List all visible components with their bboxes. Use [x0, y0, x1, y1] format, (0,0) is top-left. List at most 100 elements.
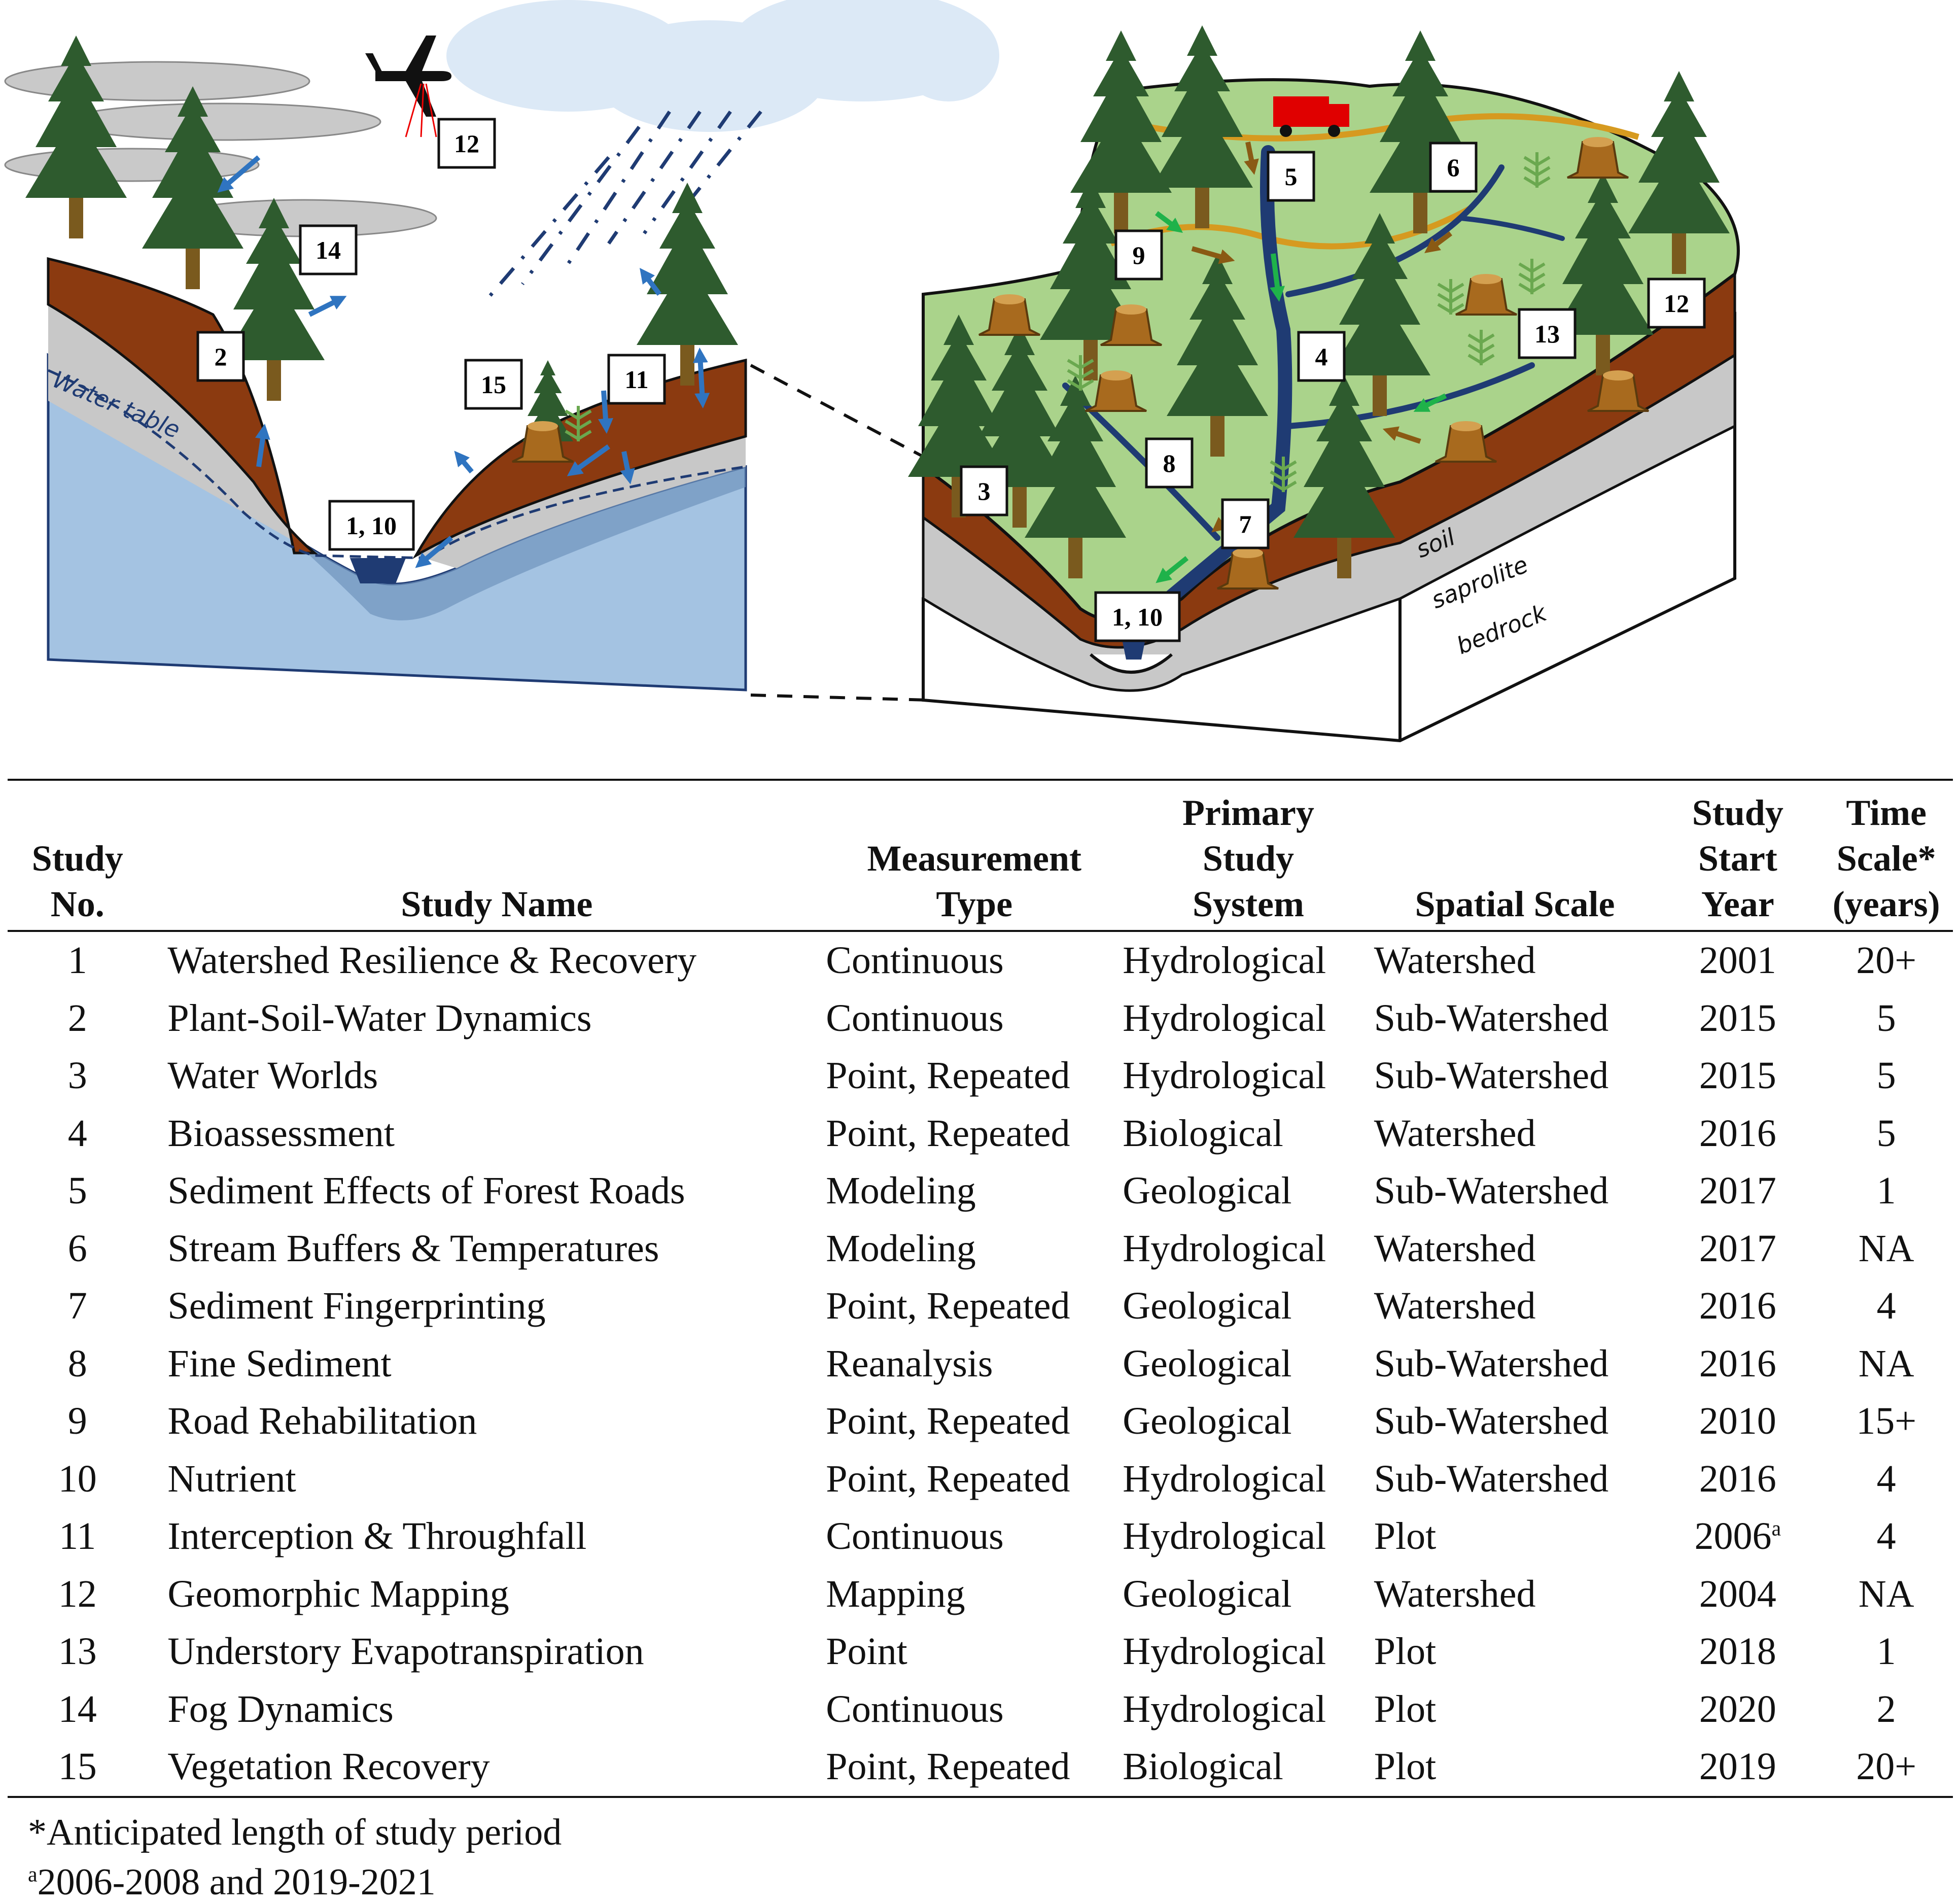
cell-start-year: 2015: [1699, 996, 1776, 1040]
cell-measurement-type: Modeling: [826, 1169, 976, 1213]
cell-start-year: 2016: [1699, 1285, 1776, 1328]
cell-start-year: 2020: [1699, 1687, 1776, 1730]
cell-study-system: Biological: [1123, 1745, 1283, 1788]
truck-icon: [1273, 96, 1349, 137]
cell-study-name: Sediment Fingerprinting: [167, 1285, 546, 1328]
cell-study-name: Bioassessment: [167, 1112, 395, 1155]
cell-study-no: 11: [59, 1515, 96, 1558]
flux-arrows: [217, 155, 710, 568]
cell-study-no: 8: [67, 1342, 87, 1385]
cell-time-scale: 5: [1876, 1054, 1896, 1097]
saprolite-right: [416, 436, 746, 568]
study-label: 12: [1664, 289, 1689, 318]
cell-study-no: 2: [67, 996, 87, 1040]
cell-start-year: 2001: [1699, 939, 1776, 982]
airplane-icon: [365, 36, 451, 137]
cross-section-panel: Water table: [4, 0, 999, 691]
watershed-diagram: Water table: [4, 0, 1740, 743]
cell-start-year: 2019: [1699, 1745, 1776, 1788]
cell-start-year: 2018: [1699, 1630, 1776, 1673]
study-label: 1, 10: [346, 511, 397, 540]
cell-measurement-type: Continuous: [826, 996, 1004, 1040]
cell-spatial-scale: Watershed: [1374, 1285, 1536, 1328]
cell-study-name: Water Worlds: [167, 1054, 378, 1097]
cell-time-scale: NA: [1858, 1227, 1914, 1270]
rain-lines: [485, 110, 762, 301]
cell-measurement-type: Reanalysis: [826, 1342, 993, 1385]
study-labels: 12 14 2 15 11 1, 10 5 6 9 12 13 4 8 3 7 …: [196, 118, 1706, 642]
cell-spatial-scale: Sub-Watershed: [1374, 1169, 1609, 1213]
cell-measurement-type: Continuous: [826, 1515, 1004, 1558]
cell-spatial-scale: Plot: [1374, 1630, 1437, 1673]
cell-study-no: 10: [58, 1457, 97, 1500]
rain-cloud: [446, 0, 999, 132]
cell-spatial-scale: Sub-Watershed: [1374, 1054, 1609, 1097]
cell-start-year: 2017: [1699, 1169, 1776, 1213]
study-label: 9: [1133, 241, 1145, 269]
study-label: 13: [1534, 320, 1560, 348]
study-label: 3: [978, 477, 991, 505]
cell-start-year: 2006a: [1694, 1515, 1781, 1558]
cell-spatial-scale: Sub-Watershed: [1374, 996, 1609, 1040]
cell-time-scale: 5: [1876, 1112, 1896, 1155]
header-study-name: Study Name: [401, 884, 593, 924]
study-label: 11: [624, 365, 648, 394]
cell-study-name: Fog Dynamics: [167, 1687, 394, 1730]
study-label: 15: [481, 370, 506, 399]
water-table-line: [47, 369, 746, 560]
cell-study-no: 4: [67, 1112, 87, 1155]
cell-time-scale: NA: [1858, 1342, 1914, 1385]
cell-time-scale: 2: [1876, 1687, 1896, 1730]
cell-start-year: 2004: [1699, 1572, 1776, 1615]
cell-time-scale: NA: [1858, 1572, 1914, 1615]
cell-study-name: Watershed Resilience & Recovery: [167, 939, 697, 982]
cell-study-no: 12: [58, 1572, 97, 1615]
cell-study-system: Geological: [1123, 1169, 1292, 1213]
cell-study-system: Geological: [1123, 1400, 1292, 1443]
cell-study-name: Vegetation Recovery: [167, 1745, 490, 1788]
cell-time-scale: 4: [1876, 1515, 1896, 1558]
soil-right: [412, 358, 747, 559]
cell-spatial-scale: Plot: [1374, 1745, 1437, 1788]
cell-study-no: 5: [67, 1169, 87, 1213]
cell-time-scale: 4: [1876, 1457, 1896, 1500]
cell-measurement-type: Point: [826, 1630, 907, 1673]
footnote-asterisk: *Anticipated length of study period: [28, 1812, 562, 1853]
cell-measurement-type: Point, Repeated: [826, 1400, 1070, 1443]
cell-measurement-type: Continuous: [826, 939, 1004, 982]
cell-study-name: Geomorphic Mapping: [167, 1572, 509, 1615]
cell-measurement-type: Point, Repeated: [826, 1112, 1070, 1155]
cell-study-name: Stream Buffers & Temperatures: [167, 1227, 659, 1270]
cell-start-year: 2016: [1699, 1112, 1776, 1155]
cell-spatial-scale: Plot: [1374, 1687, 1437, 1730]
cell-start-year: 2016: [1699, 1342, 1776, 1385]
cell-spatial-scale: Sub-Watershed: [1374, 1457, 1609, 1500]
cell-spatial-scale: Plot: [1374, 1515, 1437, 1558]
cell-study-system: Biological: [1123, 1112, 1283, 1155]
cell-study-name: Fine Sediment: [167, 1342, 392, 1385]
study-label: 12: [454, 129, 479, 158]
cell-spatial-scale: Sub-Watershed: [1374, 1400, 1609, 1443]
cell-study-system: Geological: [1123, 1285, 1292, 1328]
cell-spatial-scale: Watershed: [1374, 1227, 1536, 1270]
cell-measurement-type: Point, Repeated: [826, 1745, 1070, 1788]
cell-start-year: 2016: [1699, 1457, 1776, 1500]
cell-study-system: Hydrological: [1123, 1630, 1326, 1673]
cell-study-no: 14: [58, 1687, 97, 1730]
